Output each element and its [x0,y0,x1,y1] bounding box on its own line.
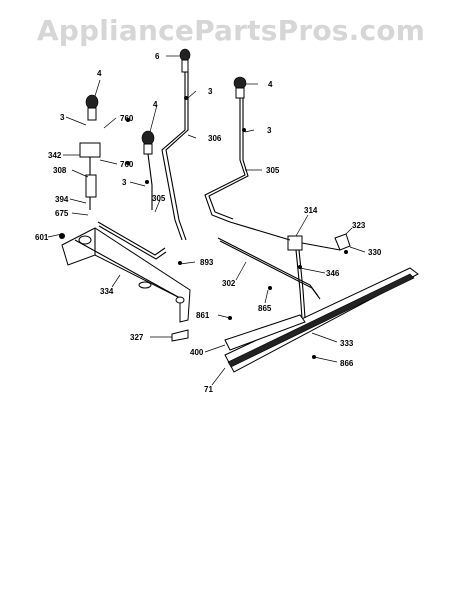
burner-parts [61,48,419,373]
watermark: AppliancePartsPros.com [36,14,426,47]
callout-334: 334 [100,287,114,296]
leader-lines [47,55,366,386]
callout-314: 314 [304,206,318,215]
callout-675: 675 [55,209,69,218]
callout-305: 305 [266,166,280,175]
callout-323: 323 [352,221,366,230]
callout-342: 342 [48,151,62,160]
callout-308: 308 [53,166,67,175]
callout-866: 866 [340,359,354,368]
callout-305: 305 [152,194,166,203]
callout-302: 302 [222,279,236,288]
callout-333: 333 [340,339,354,348]
callout-346: 346 [326,269,340,278]
callout-4: 4 [153,100,158,109]
callout-861: 861 [196,311,210,320]
callout-865: 865 [258,304,272,313]
callout-3: 3 [122,178,127,187]
callout-3: 3 [208,87,213,96]
callout-labels: 6 4 3 306 3 305 4 3 4 760 342 760 308 3 … [35,52,382,394]
callout-3: 3 [267,126,272,135]
callout-760: 760 [120,114,134,123]
callout-306: 306 [208,134,222,143]
callout-760: 760 [120,160,134,169]
callout-4: 4 [97,69,102,78]
callout-400: 400 [190,348,204,357]
callout-394: 394 [55,195,69,204]
callout-6: 6 [155,52,160,61]
burner-bracket [61,227,191,323]
callout-327: 327 [130,333,144,342]
callout-893: 893 [200,258,214,267]
callout-330: 330 [368,248,382,257]
burner-rail-ports [227,273,415,368]
callout-71: 71 [204,385,213,394]
callout-3: 3 [60,113,65,122]
callout-601: 601 [35,233,49,242]
callout-4: 4 [268,80,273,89]
leader-dots [59,96,348,359]
